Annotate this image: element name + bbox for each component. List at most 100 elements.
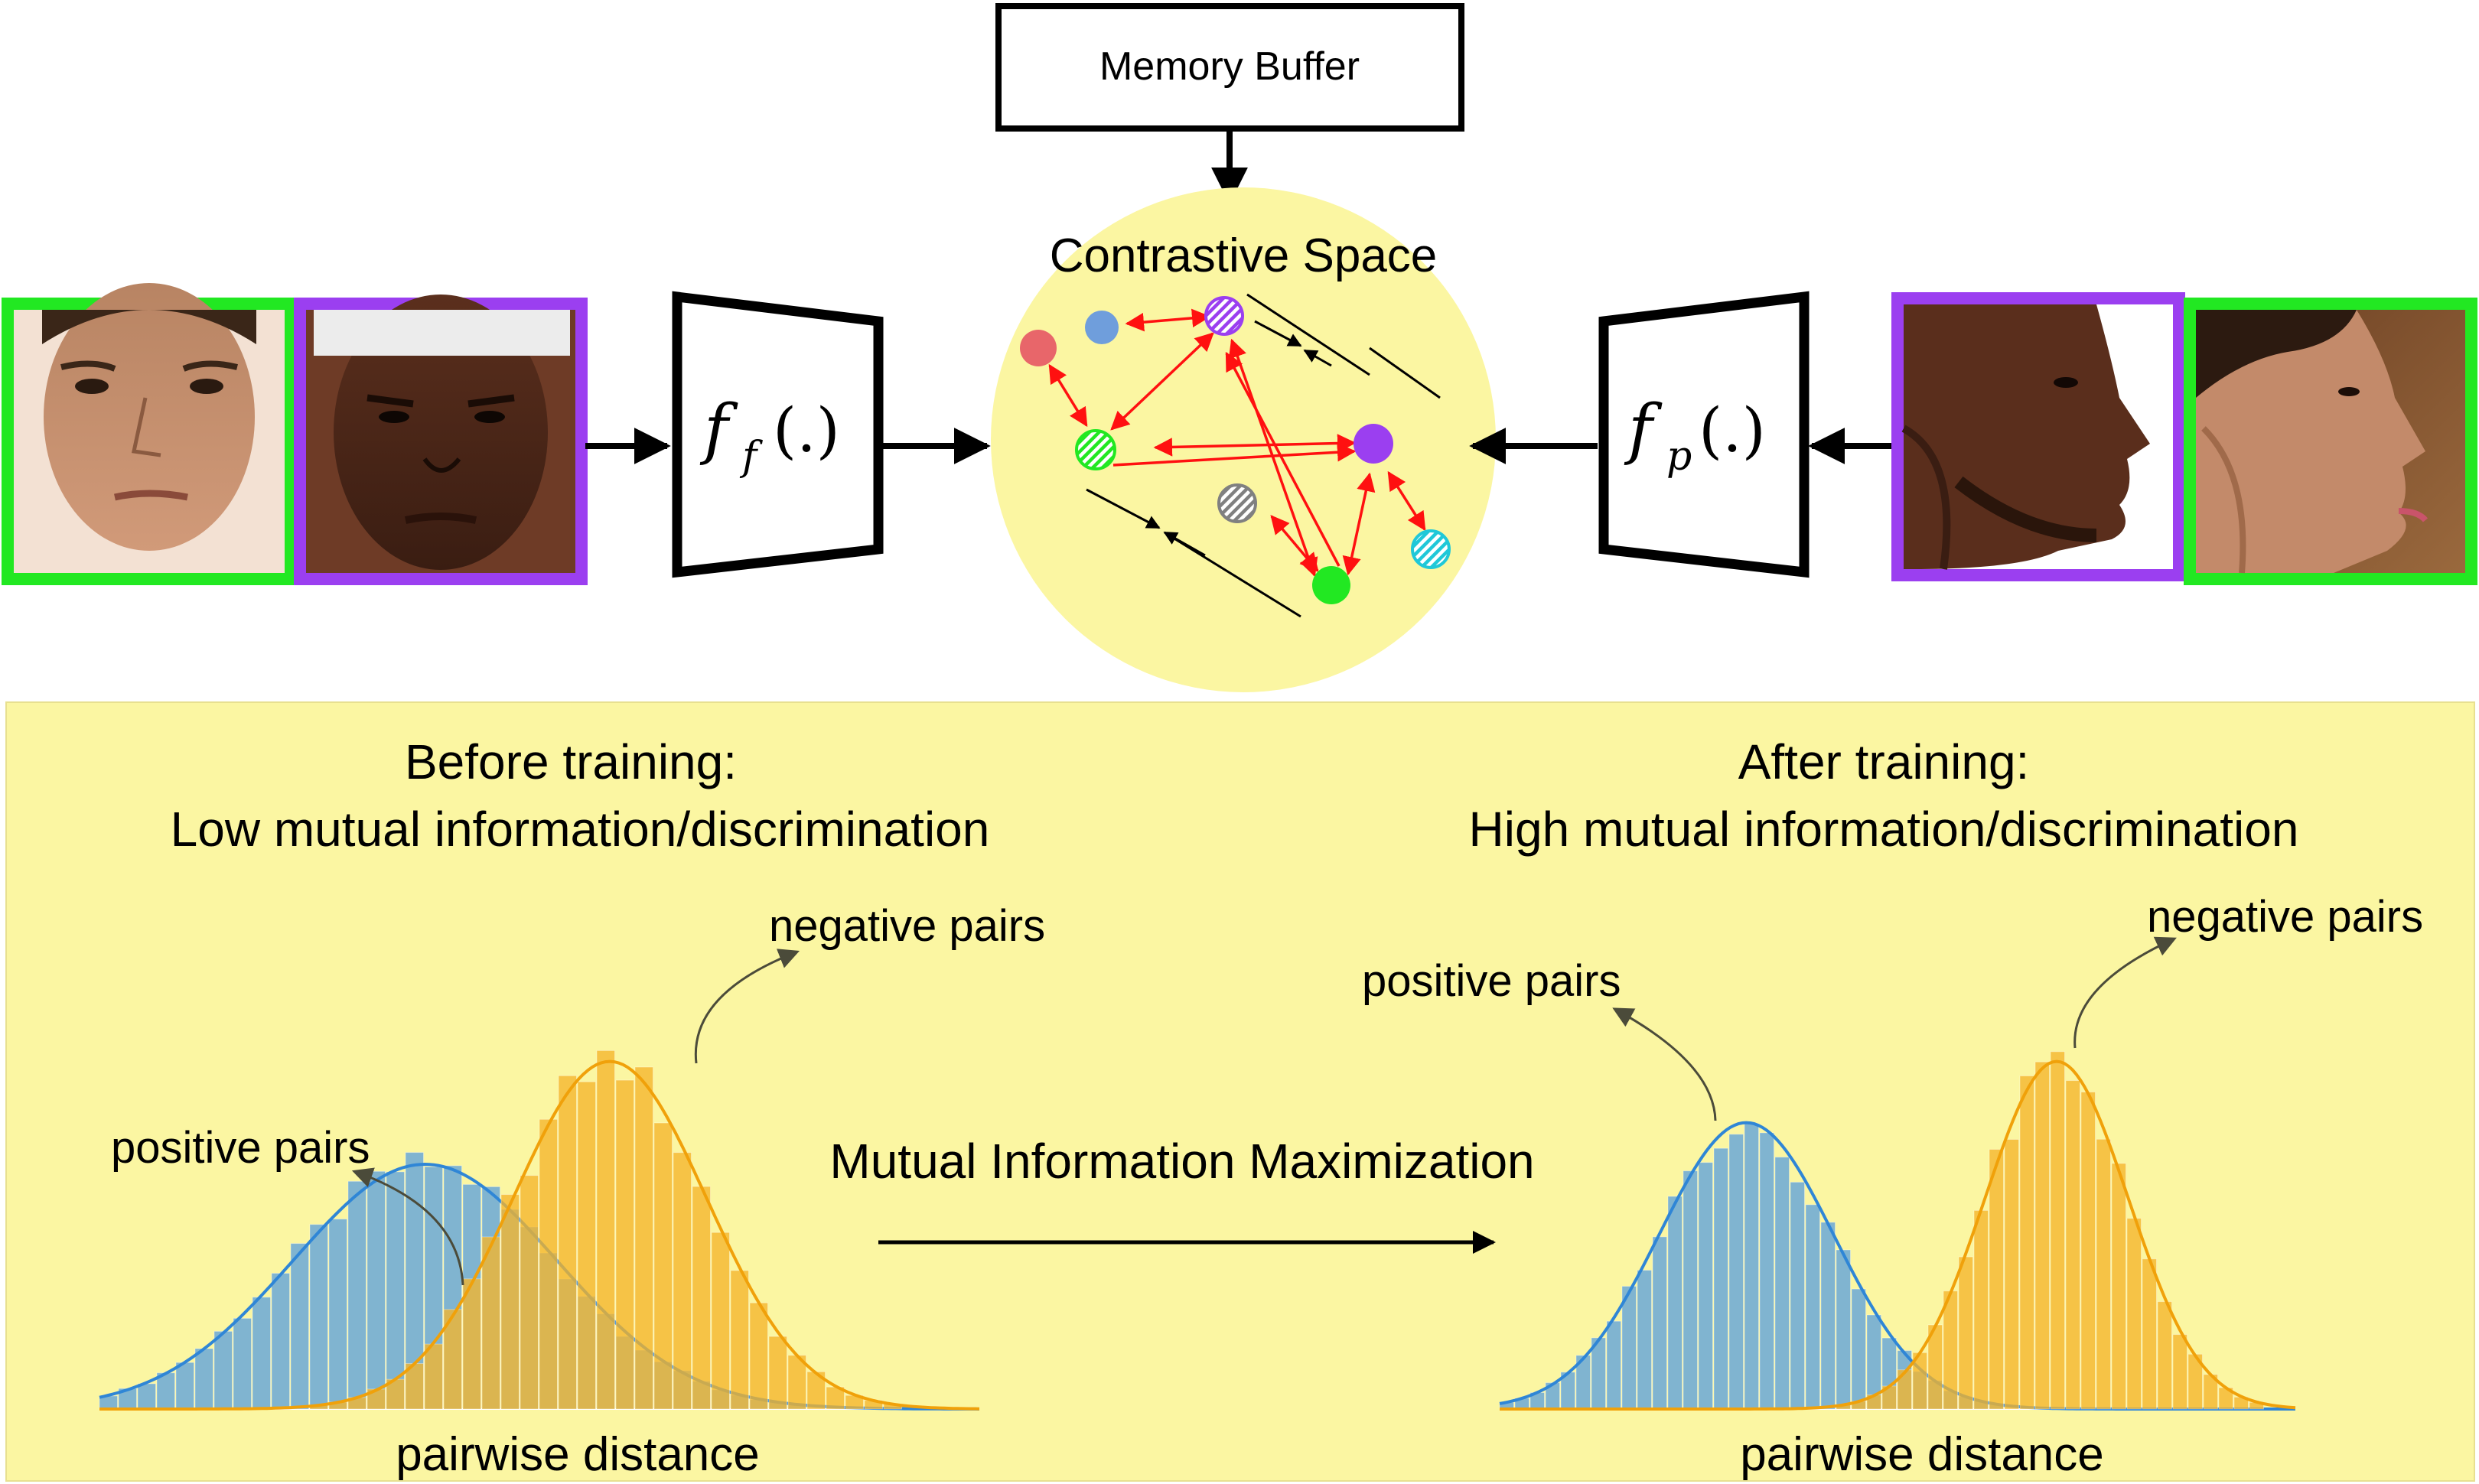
- encoder-profile-subscript: p: [1666, 434, 1692, 480]
- frontal-face-green: [2, 283, 297, 585]
- negative-histogram-bar: [2019, 1076, 2034, 1410]
- after-xlabel: pairwise distance: [1740, 1428, 2104, 1481]
- negative-histogram-bar: [749, 1302, 768, 1410]
- negative-histogram-bar: [730, 1270, 749, 1410]
- positive-histogram-bar: [1683, 1170, 1698, 1410]
- negative-density-curve: [1500, 1059, 2296, 1411]
- negative-histogram-bar: [481, 1236, 500, 1410]
- negative-histogram-bar: [673, 1152, 692, 1410]
- positive-histogram-bar: [1621, 1286, 1637, 1410]
- positive-histogram-bar: [252, 1297, 271, 1410]
- negative-histogram-bar: [1973, 1209, 1989, 1410]
- negative-histogram-bar: [2065, 1080, 2080, 1410]
- memory-buffer-label: Memory Buffer: [1099, 44, 1360, 89]
- embedding-red-dot: [1020, 330, 1057, 366]
- positive-histogram-bar: [233, 1317, 252, 1410]
- negative-histogram-bar: [615, 1079, 634, 1410]
- negative-histogram-bar: [2096, 1138, 2111, 1410]
- negative-histogram-bar: [2126, 1218, 2142, 1410]
- embedding-grey-hatched: [1217, 483, 1257, 523]
- negative-histogram-bar: [692, 1186, 711, 1410]
- encoder-frontal: f f (.): [672, 291, 884, 578]
- contrastive-space-label: Contrastive Space: [1050, 229, 1438, 282]
- positive-histogram-bar: [1698, 1162, 1713, 1410]
- negative-histogram-bar: [711, 1232, 730, 1410]
- negative-histogram-bar: [2142, 1258, 2157, 1410]
- embedding-green-hatched: [1075, 429, 1116, 470]
- after-negative-label: negative pairs: [2147, 892, 2423, 942]
- negative-histogram-bar: [596, 1050, 615, 1410]
- negative-histogram-bar: [424, 1343, 443, 1410]
- histogram-before: [99, 1050, 980, 1411]
- negative-histogram-bar: [1989, 1149, 2004, 1410]
- positive-histogram-bar: [1728, 1134, 1744, 1410]
- pointer-arrows: [351, 936, 2177, 1286]
- negative-histogram-bar: [558, 1075, 577, 1410]
- before-positive-label: positive pairs: [111, 1123, 370, 1173]
- negative-histogram-bar: [577, 1081, 596, 1410]
- negative-histogram-bar: [539, 1118, 558, 1410]
- after-positive-label: positive pairs: [1362, 956, 1621, 1006]
- positive-histogram-bar: [1713, 1147, 1728, 1410]
- negative-histogram-bar: [1897, 1369, 1912, 1410]
- encoder-frontal-arg: (.): [773, 395, 840, 466]
- positive-histogram-bar: [1774, 1157, 1790, 1410]
- positive-histogram-bar: [1637, 1270, 1652, 1410]
- positive-histogram-bar: [1790, 1181, 1805, 1410]
- histogram-after: [1499, 1051, 2296, 1411]
- encoder-profile: f p (.): [1598, 291, 1810, 578]
- negative-histogram-bar: [500, 1194, 520, 1410]
- negative-histogram-bar: [2157, 1301, 2172, 1410]
- positive-histogram-bar: [328, 1219, 347, 1410]
- negative-histogram-bar: [2111, 1163, 2126, 1410]
- positive-histogram-bar: [1667, 1196, 1683, 1410]
- embedding-blue-dot: [1085, 311, 1119, 344]
- embedding-cyan-hatched: [1411, 529, 1451, 569]
- profile-face-green: [2184, 298, 2477, 585]
- contrast-arrows: [1048, 308, 1426, 578]
- positive-histogram-bar: [347, 1180, 366, 1410]
- positive-histogram-bar: [194, 1348, 213, 1410]
- positive-histogram-bar: [175, 1362, 194, 1410]
- mim-label: Mutual Information Maximization: [829, 1134, 1534, 1189]
- negative-histogram-bar: [1943, 1290, 1958, 1410]
- positive-histogram-bar: [309, 1224, 328, 1410]
- embedding-green-dot: [1312, 566, 1350, 604]
- negative-histogram-bar: [768, 1336, 787, 1410]
- embedding-purple-hatched: [1204, 296, 1244, 336]
- negative-histogram-bar: [2172, 1334, 2187, 1410]
- negative-histogram-bar: [653, 1122, 673, 1410]
- negative-density-curve: [99, 1059, 980, 1411]
- positive-histogram-bar: [213, 1330, 233, 1410]
- positive-histogram-bar: [366, 1170, 386, 1410]
- positive-histogram-bar: [1606, 1320, 1621, 1410]
- positive-histogram-bar: [1836, 1249, 1851, 1410]
- positive-histogram-bar: [1820, 1222, 1836, 1410]
- positive-histogram-bar: [290, 1243, 309, 1410]
- positive-histogram-bar: [1759, 1132, 1774, 1410]
- encoder-profile-arg: (.): [1699, 395, 1766, 466]
- before-title-line2: Low mutual information/discrimination: [171, 802, 990, 857]
- positive-histogram-bar: [1851, 1288, 1866, 1410]
- positive-histogram-bar: [1744, 1123, 1759, 1410]
- memory-buffer-box: Memory Buffer: [995, 3, 1464, 132]
- positive-histogram-bar: [1805, 1204, 1820, 1410]
- before-title-line1: Before training:: [405, 734, 737, 789]
- positive-histogram-bar: [271, 1273, 290, 1410]
- profile-face-purple: [1891, 292, 2185, 581]
- before-negative-label: negative pairs: [769, 901, 1045, 951]
- embedding-purple-dot: [1354, 424, 1393, 464]
- contrastive-space: Contrastive Space: [991, 187, 1496, 692]
- pull-lines: [1086, 293, 1441, 618]
- positive-histogram-bar: [1652, 1236, 1667, 1410]
- negative-histogram-bar: [520, 1175, 539, 1410]
- before-xlabel: pairwise distance: [396, 1428, 760, 1481]
- after-title-line1: After training:: [1738, 734, 2030, 789]
- negative-histogram-bar: [443, 1309, 462, 1410]
- positive-histogram-bar: [137, 1383, 156, 1410]
- negative-histogram-bar: [2050, 1051, 2065, 1410]
- negative-histogram-bar: [1958, 1256, 1973, 1410]
- frontal-face-purple: [294, 295, 588, 585]
- negative-histogram-bar: [2080, 1092, 2096, 1410]
